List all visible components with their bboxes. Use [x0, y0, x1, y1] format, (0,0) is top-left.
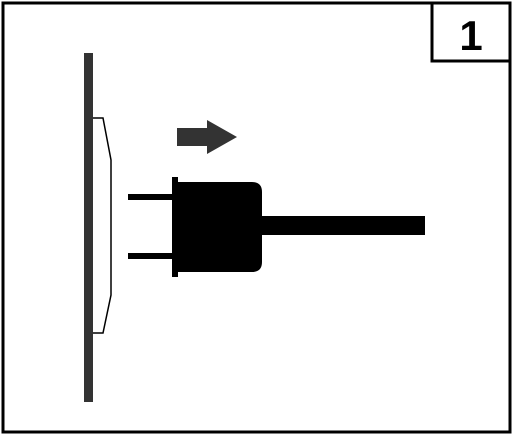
wall-outlet-icon	[93, 117, 112, 334]
plug-body	[172, 177, 262, 277]
step-number-box	[430, 1, 512, 63]
plug-prong-bottom	[128, 253, 176, 259]
step-number-badge: 1	[430, 1, 512, 63]
step-number: 1	[459, 12, 482, 59]
wall-panel-icon	[84, 53, 93, 402]
power-cord-icon	[260, 216, 425, 235]
plug-prong-top	[128, 194, 176, 200]
power-plug-icon	[172, 177, 262, 277]
diagram-frame	[1, 1, 512, 434]
right-arrow-icon	[177, 120, 237, 154]
